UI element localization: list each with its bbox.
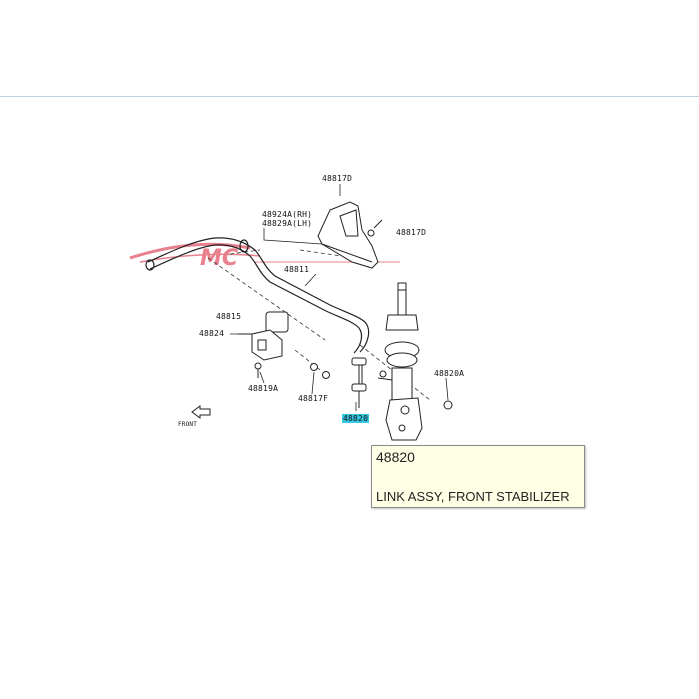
- part-label-48829a[interactable]: 48829A(LH): [262, 219, 313, 228]
- watermark-logo: MC: [129, 242, 400, 271]
- label-leaders: [230, 184, 449, 411]
- strut-assembly: [377, 282, 423, 441]
- part-label-48924a[interactable]: 48924A(RH): [262, 210, 313, 219]
- stabilizer-link-48820: [351, 357, 367, 408]
- watermark-text: MC: [200, 246, 238, 271]
- part-label-48817f[interactable]: 48817F: [298, 394, 329, 403]
- bushing-clamp: [238, 311, 289, 378]
- part-label-48819a[interactable]: 48819A: [248, 384, 279, 393]
- part-tooltip: 48820 LINK ASSY, FRONT STABILIZER: [371, 445, 585, 508]
- part-label-48811[interactable]: 48811: [284, 265, 310, 274]
- highlighted-part-number: 48820: [342, 414, 370, 423]
- tooltip-part-description: LINK ASSY, FRONT STABILIZER: [376, 489, 570, 504]
- front-label: FRONT: [178, 421, 198, 428]
- front-arrow-icon: [191, 405, 211, 419]
- part-label-48817d-right[interactable]: 48817D: [396, 228, 427, 237]
- tooltip-part-number: 48820: [376, 449, 415, 465]
- part-label-48820a[interactable]: 48820A: [434, 369, 465, 378]
- nuts: [310, 363, 453, 410]
- part-label-48815[interactable]: 48815: [216, 312, 242, 321]
- bracket-assembly: [317, 201, 383, 269]
- top-divider: [0, 96, 699, 97]
- part-label-48824[interactable]: 48824: [199, 329, 225, 338]
- part-label-48820-highlighted[interactable]: 48820: [342, 414, 370, 423]
- stabilizer-bar: [145, 237, 370, 354]
- part-label-48817d-top[interactable]: 48817D: [322, 174, 353, 183]
